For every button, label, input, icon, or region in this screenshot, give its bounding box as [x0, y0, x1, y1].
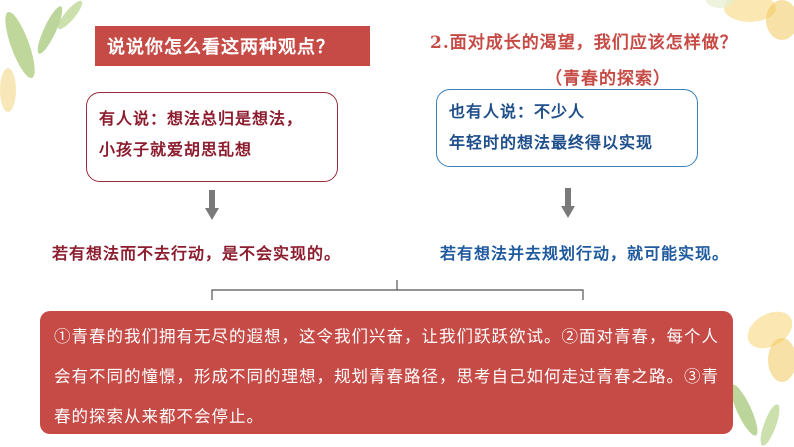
summary-text: ①青春的我们拥有无尽的遐想，这令我们兴奋，让我们跃跃欲试。②面对青春，每个人会有… — [54, 327, 719, 426]
conclusion-left: 若有想法而不去行动，是不会实现的。 — [52, 244, 342, 263]
merge-bracket — [211, 280, 584, 300]
down-arrow-icon-left — [205, 190, 219, 220]
down-arrow-icon-right — [561, 188, 575, 218]
conclusion-right: 若有想法并去规划行动，就可能实现。 — [440, 244, 730, 263]
question-subheading: （青春的探索） — [545, 69, 671, 89]
view-left-line-2: 小孩子就爱胡思乱想 — [99, 140, 253, 159]
prompt-title-box: 说说你怎么看这两种观点？ — [95, 26, 370, 66]
view-right-line-1: 也有人说：不少人 — [449, 102, 586, 121]
leaf-decoration-top-left — [0, 0, 83, 112]
view-box-right: 也有人说：不少人 年轻时的想法最终得以实现 — [436, 89, 698, 167]
view-left-line-1: 有人说：想法总归是想法， — [99, 109, 304, 128]
flower-decoration-bottom-right — [730, 311, 794, 446]
question-heading: 2.面对成长的渴望，我们应该怎样做？ — [430, 33, 738, 53]
summary-box: ①青春的我们拥有无尽的遐想，这令我们兴奋，让我们跃跃欲试。②面对青春，每个人会有… — [40, 311, 733, 434]
view-right-line-2: 年轻时的想法最终得以实现 — [449, 133, 654, 152]
view-box-left: 有人说：想法总归是想法， 小孩子就爱胡思乱想 — [86, 92, 338, 182]
prompt-title-text: 说说你怎么看这两种观点？ — [107, 37, 335, 58]
flower-decoration-top-right — [706, 0, 794, 40]
